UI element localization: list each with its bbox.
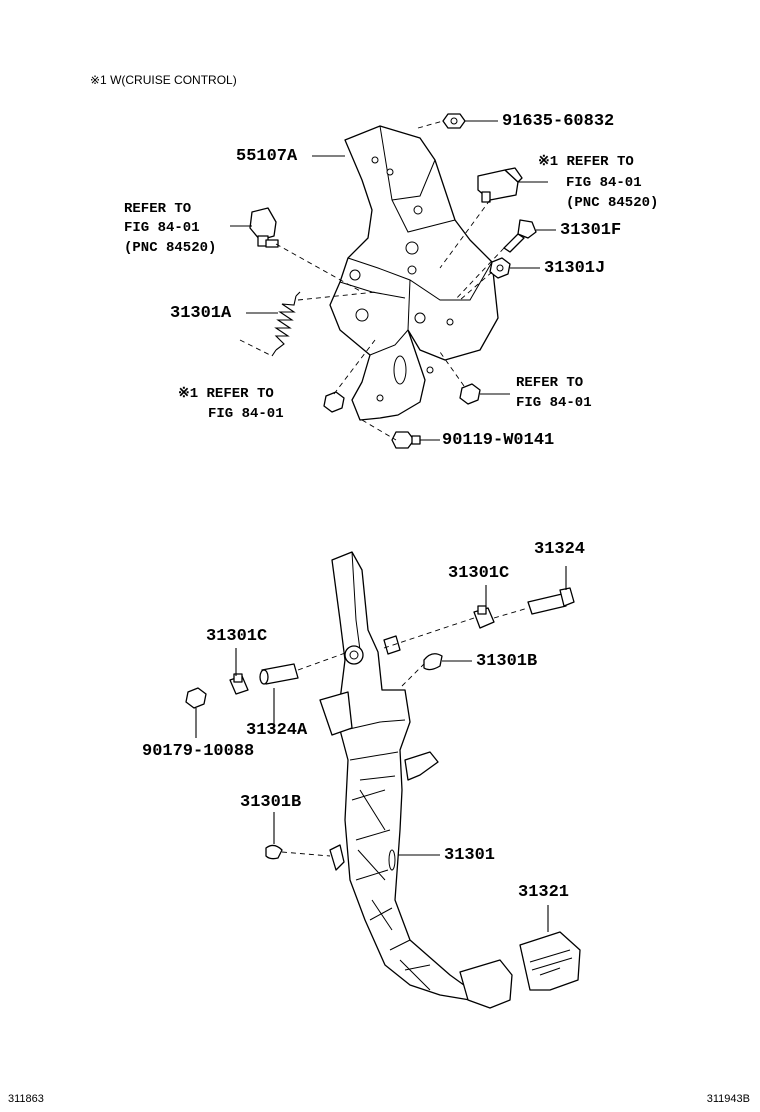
nut-90179-10088 — [185, 687, 207, 709]
label-left-refer-line1: REFER TO — [124, 201, 192, 217]
label-31301f: 31301F — [560, 221, 622, 240]
cushion-31301b-lower — [265, 844, 283, 860]
spring-31301a — [271, 291, 301, 357]
label-31324a: 31324A — [246, 721, 308, 740]
bolt-90119-w0141 — [391, 431, 421, 449]
label-left-refer-line2: FIG 84-01 — [124, 220, 200, 236]
label-31321: 31321 — [518, 883, 570, 902]
bolt-31324 — [527, 587, 575, 615]
label-31301b-lower: 31301B — [240, 793, 302, 812]
pedal-bracket-group — [230, 113, 556, 449]
label-91635-60832: 91635-60832 — [502, 112, 615, 131]
nut-lower-left — [323, 391, 345, 413]
label-31301b-upper: 31301B — [476, 652, 538, 671]
bolt-31301f — [503, 219, 537, 253]
label-lower-left-refer-line2: FIG 84-01 — [208, 406, 284, 422]
label-55107a: 55107A — [236, 147, 298, 166]
bushing-31301c-left — [229, 673, 249, 695]
label-cruise-refer-line2: FIG 84-01 — [566, 175, 642, 191]
label-31301: 31301 — [444, 846, 496, 865]
stop-lamp-switch-left — [249, 207, 279, 248]
label-31301c-right: 31301C — [448, 564, 510, 583]
label-cruise-refer-line1: ※1 REFER TO — [538, 154, 634, 170]
header-note: ※1 W(CRUISE CONTROL) — [90, 73, 237, 87]
footer-left-code: 311863 — [8, 1093, 44, 1105]
pedal-arm-group — [185, 551, 581, 1009]
footer-right-code: 311943B — [706, 1093, 750, 1105]
bolt-91635-60832 — [442, 113, 466, 129]
cruise-switch-upper — [477, 167, 523, 203]
label-31301j: 31301J — [544, 259, 606, 278]
label-lower-right-refer-line2: FIG 84-01 — [516, 395, 592, 411]
pedal-arm-31301 — [331, 551, 471, 1001]
label-cruise-refer-line3: (PNC 84520) — [566, 195, 659, 211]
nut-31301j — [489, 257, 511, 279]
label-lower-right-refer-line1: REFER TO — [516, 375, 584, 391]
nut-lower-right — [459, 383, 481, 405]
cushion-31301b-upper — [423, 653, 443, 671]
pedal-pad-31321 — [519, 931, 581, 991]
label-left-refer-line3: (PNC 84520) — [124, 240, 217, 256]
label-90119-w0141: 90119-W0141 — [442, 431, 555, 450]
collar-31324a — [259, 663, 299, 685]
label-31324: 31324 — [534, 540, 586, 559]
label-31301a: 31301A — [170, 304, 232, 323]
label-90179-10088: 90179-10088 — [142, 742, 255, 761]
bushing-31301c-right — [473, 605, 495, 629]
label-lower-left-refer-line1: ※1 REFER TO — [178, 386, 274, 402]
label-31301c-left: 31301C — [206, 627, 268, 646]
